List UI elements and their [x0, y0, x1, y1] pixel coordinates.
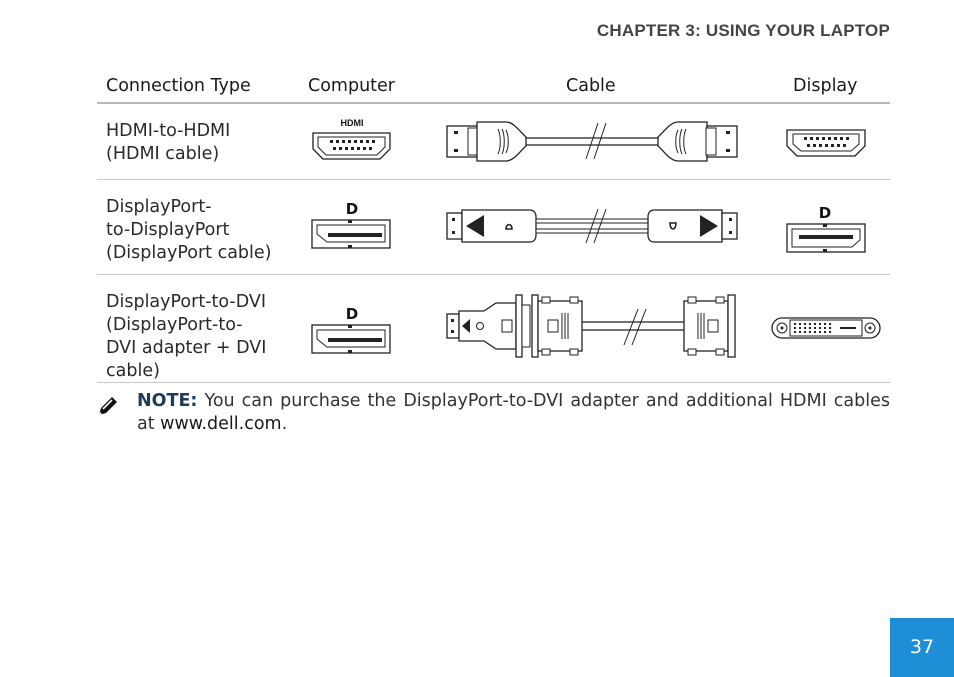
table-row-displayport: DisplayPort- to-DisplayPort (DisplayPort…: [97, 180, 890, 275]
header-display: Display: [793, 76, 858, 96]
displayport-logo-label: D: [346, 200, 358, 218]
page-number: 37: [890, 618, 954, 677]
connection-type-line: (DisplayPort-to-: [106, 315, 243, 335]
connection-type-cell: HDMI-to-HDMI (HDMI cable): [106, 120, 230, 166]
connection-type-line: DisplayPort-to-DVI: [106, 292, 267, 312]
connection-type-line: cable): [106, 361, 160, 381]
note-end: .: [281, 414, 288, 434]
connection-type-cell: DisplayPort- to-DisplayPort (DisplayPort…: [106, 196, 272, 265]
connection-type-line: DisplayPort-: [106, 197, 212, 217]
dell-website-link[interactable]: www.dell.com: [160, 414, 282, 434]
header-connection-type: Connection Type: [106, 76, 251, 96]
connection-table: Connection Type Computer Cable Display H…: [97, 70, 890, 383]
connection-type-line: DVI adapter + DVI: [106, 338, 267, 358]
table-row-displayport-to-dvi: DisplayPort-to-DVI (DisplayPort-to- DVI …: [97, 275, 890, 383]
note-label: NOTE:: [137, 391, 198, 411]
connection-type-line: (DisplayPort cable): [106, 243, 272, 263]
header-computer: Computer: [308, 76, 395, 96]
connection-type-line: HDMI-to-HDMI: [106, 121, 231, 141]
display-dvi-port-icon: [771, 317, 881, 339]
table-header: Connection Type Computer Cable Display: [97, 70, 890, 104]
display-hdmi-port-icon: [786, 129, 866, 157]
connection-type-line: (HDMI cable): [106, 144, 220, 164]
displayport-cable-icon: [446, 208, 738, 244]
computer-displayport-icon: D: [311, 200, 391, 249]
computer-hdmi-port-icon: HDMI: [312, 118, 391, 160]
displayport-logo-label: D: [819, 204, 831, 222]
chapter-heading: CHAPTER 3: USING YOUR LAPTOP: [596, 21, 890, 40]
note-body: You can purchase the DisplayPort-to-DVI …: [137, 391, 890, 434]
pencil-note-icon: [99, 397, 117, 415]
connection-type-line: to-DisplayPort: [106, 220, 230, 240]
connection-type-cell: DisplayPort-to-DVI (DisplayPort-to- DVI …: [106, 291, 266, 383]
displayport-to-dvi-adapter-cable-icon: [446, 294, 736, 358]
note-text: NOTE: You can purchase the DisplayPort-t…: [137, 390, 890, 436]
header-cable: Cable: [566, 76, 616, 96]
table-row-hdmi: HDMI-to-HDMI (HDMI cable) HDMI: [97, 104, 890, 180]
hdmi-logo-label: HDMI: [341, 118, 364, 128]
display-displayport-icon: D: [786, 204, 866, 253]
displayport-logo-label: D: [346, 305, 358, 323]
computer-displayport-icon: D: [311, 305, 391, 354]
hdmi-cable-icon: [446, 121, 738, 162]
